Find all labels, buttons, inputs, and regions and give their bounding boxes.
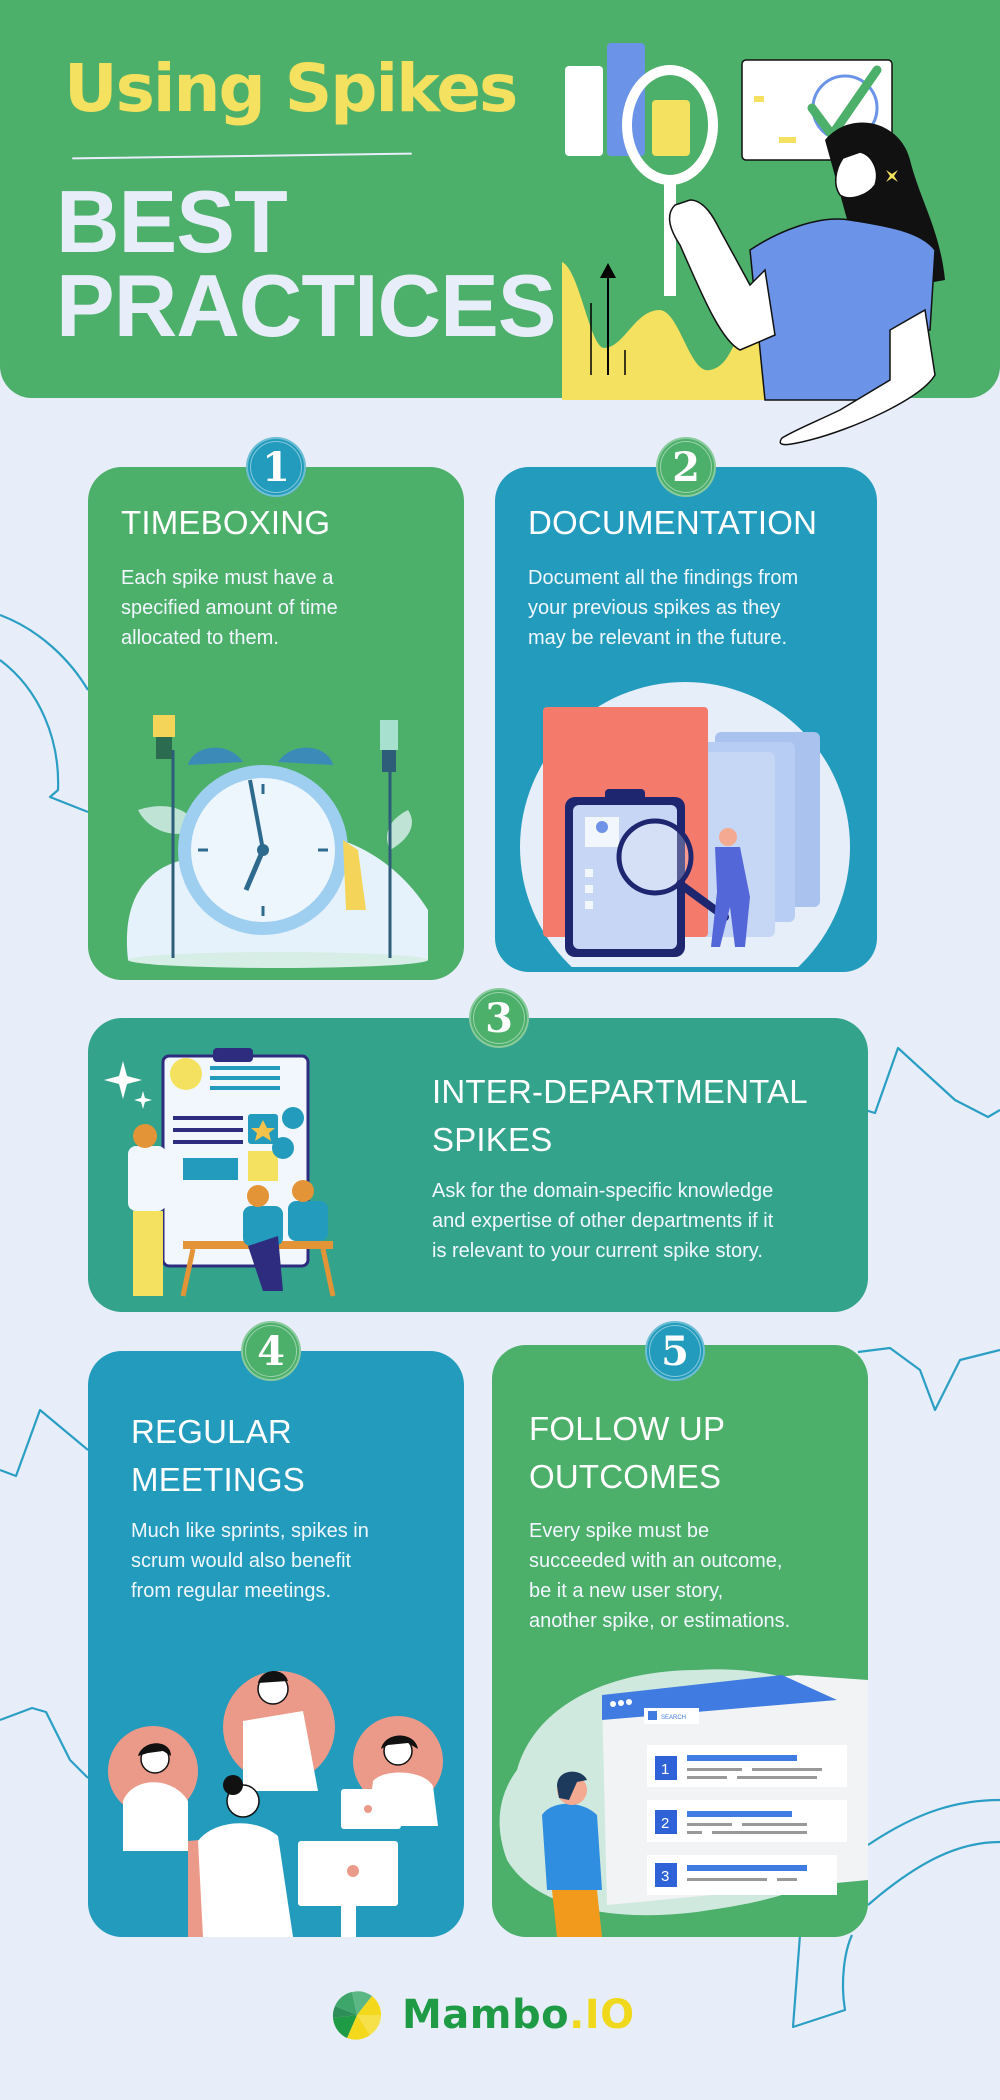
card-title: INTER-DEPARTMENTAL SPIKES [432, 1068, 808, 1164]
mambo-logo-icon [332, 1991, 382, 2040]
card-body: REGULAR MEETINGS Much like sprints, spik… [88, 1351, 464, 1937]
title-line: MEETINGS [131, 1461, 305, 1498]
title-line: REGULAR [131, 1413, 292, 1450]
step-badge-1: 1 [246, 437, 306, 497]
desc-line: Ask for the domain-specific knowledge [432, 1180, 774, 1202]
step-badge-2: 2 [656, 437, 716, 497]
mambo-io-logo[interactable]: Mambo.IO [330, 1985, 635, 2045]
card-regular-meetings: REGULAR MEETINGS Much like sprints, spik… [88, 1321, 464, 1937]
page-title: BEST PRACTICES [56, 172, 556, 355]
card-body: FOLLOW UP OUTCOMES Every spike must be s… [492, 1345, 868, 1937]
title-line: INTER-DEPARTMENTAL [432, 1073, 808, 1110]
card-title: TIMEBOXING [121, 504, 331, 541]
step-badge-4: 4 [241, 1321, 301, 1381]
title-line-practices: PRACTICES [56, 256, 556, 355]
video-call-meeting-illustration [108, 1671, 443, 1937]
desc-line: may be relevant in the future. [528, 627, 788, 649]
title-divider [72, 152, 412, 160]
alarm-clock-illustration [126, 715, 429, 968]
title-line: SPIKES [432, 1121, 553, 1158]
card-title: REGULAR MEETINGS [131, 1408, 305, 1504]
card-title: FOLLOW UP OUTCOMES [529, 1405, 725, 1501]
desc-line: allocated to them. [121, 627, 279, 649]
logo-wordmark: Mambo.IO [402, 1992, 635, 2038]
woman-with-magnifier-illustration [562, 43, 945, 446]
title-line-best: BEST [56, 172, 288, 271]
title-line: FOLLOW UP [529, 1410, 726, 1447]
card-description: Document all the findings from your prev… [528, 563, 798, 653]
desc-line: Document all the findings from [528, 567, 799, 589]
result-number: 1 [661, 1761, 669, 1778]
card-inter-departmental: INTER-DEPARTMENTAL SPIKES Ask for the do… [88, 988, 868, 1312]
desc-line: another spike, or estimations. [529, 1610, 791, 1632]
card-timeboxing: TIMEBOXING Each spike must have a specif… [88, 437, 464, 980]
subtitle-using-spikes: Using Spikes [64, 50, 518, 127]
desc-line: be it a new user story, [529, 1580, 724, 1602]
card-description: Much like sprints, spikes in scrum would… [131, 1516, 369, 1606]
step-badge-3: 3 [469, 988, 529, 1048]
result-number: 2 [661, 1815, 669, 1832]
title-line: OUTCOMES [529, 1458, 722, 1495]
desc-line: your previous spikes as they [528, 597, 781, 619]
logo-name: Mambo [402, 1992, 570, 2038]
result-2: 2 [647, 1800, 847, 1842]
card-body: INTER-DEPARTMENTAL SPIKES Ask for the do… [88, 1018, 868, 1312]
desc-line: specified amount of time [121, 597, 338, 619]
desc-line: and expertise of other departments if it [432, 1210, 774, 1232]
card-description: Each spike must have a specified amount … [121, 563, 338, 653]
documents-magnifier-illustration [520, 682, 850, 967]
desc-line: Each spike must have a [121, 567, 334, 589]
search-results-illustration: SEARCH 1 2 3 [499, 1669, 868, 1937]
desc-line: Much like sprints, spikes in [131, 1520, 369, 1542]
result-number: 3 [661, 1868, 669, 1885]
card-body: TIMEBOXING Each spike must have a specif… [88, 467, 464, 980]
logo-suffix: .IO [569, 1992, 635, 2038]
desc-line: is relevant to your current spike story. [432, 1240, 763, 1262]
desc-line: scrum would also benefit [131, 1550, 352, 1572]
card-title: DOCUMENTATION [528, 504, 818, 541]
card-documentation: DOCUMENTATION Document all the findings … [495, 437, 877, 972]
desc-line: succeeded with an outcome, [529, 1550, 783, 1572]
desc-line: from regular meetings. [131, 1580, 332, 1602]
card-body: DOCUMENTATION Document all the findings … [495, 467, 877, 972]
card-description: Every spike must be succeeded with an ou… [529, 1516, 790, 1636]
desc-line: Every spike must be [529, 1520, 710, 1542]
step-badge-5: 5 [645, 1321, 705, 1381]
card-description: Ask for the domain-specific knowledge an… [432, 1176, 773, 1266]
search-tab-label: SEARCH [661, 1715, 686, 1721]
result-1: 1 [647, 1745, 847, 1787]
result-3: 3 [647, 1855, 837, 1895]
team-meeting-illustration [104, 1048, 336, 1297]
card-follow-up-outcomes: FOLLOW UP OUTCOMES Every spike must be s… [492, 1321, 868, 1937]
